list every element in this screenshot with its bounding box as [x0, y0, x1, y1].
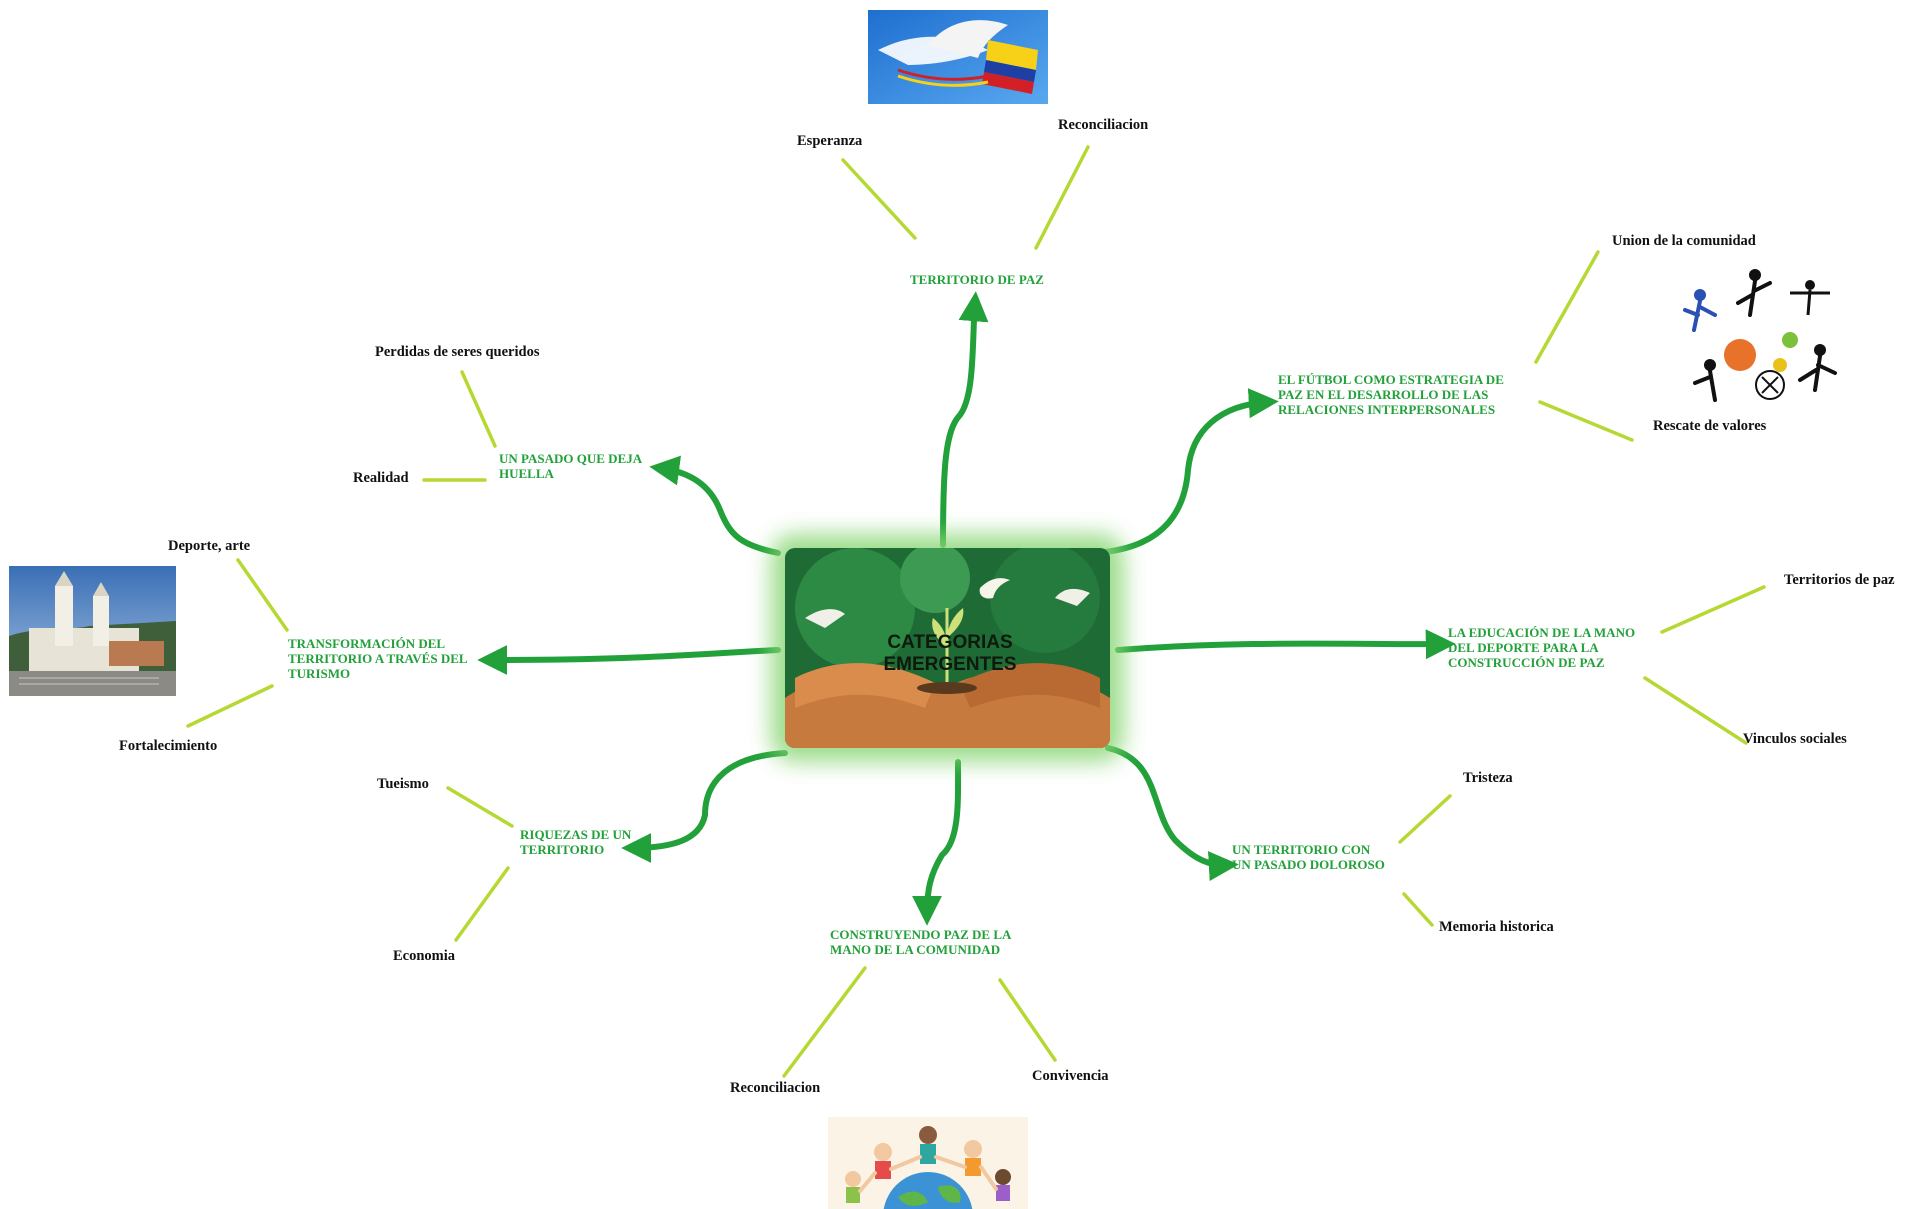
category-territorio-de-paz: TERRITORIO DE PAZ: [910, 272, 1044, 287]
category-pasado-huella: UN PASADO QUE DEJA HUELLA: [499, 451, 642, 481]
twig-territorios-paz: [1660, 585, 1766, 634]
twig-union-comunidad: [1534, 250, 1600, 364]
twig-perdidas: [460, 370, 497, 448]
twig-esperanza: [841, 158, 917, 240]
branch-construyendo: [912, 759, 962, 926]
category-construyendo-paz: CONSTRUYENDO PAZ DE LA MANO DE LA COMUNI…: [830, 927, 1011, 957]
branch-educacion: [1115, 629, 1456, 660]
leaf-territorios-paz: Territorios de paz: [1784, 572, 1895, 588]
twig-reconciliacion-bottom: [782, 966, 867, 1078]
peace-dove-image: [868, 10, 1048, 104]
leaf-union-comunidad: Union de la comunidad: [1612, 233, 1756, 249]
central-topic: CATEGORIAS EMERGENTES: [883, 632, 1017, 675]
leaf-tueismo: Tueismo: [377, 776, 429, 792]
leaf-realidad: Realidad: [353, 470, 409, 486]
branch-pasado-huella: [649, 455, 781, 556]
branch-futbol: [1102, 388, 1279, 555]
town-church-image: [9, 566, 176, 696]
twig-reconciliacion-top: [1034, 145, 1090, 250]
leaf-perdidas-seres-queridos: Perdidas de seres queridos: [375, 344, 540, 360]
main-branches: [477, 291, 1456, 926]
twig-deporte-arte: [236, 558, 289, 632]
leaf-rescate-valores: Rescate de valores: [1653, 418, 1767, 434]
branch-riquezas: [621, 750, 788, 863]
twig-vinculos-sociales: [1643, 676, 1748, 745]
leaf-economia: Economia: [393, 948, 456, 964]
leaf-convivencia: Convivencia: [1032, 1068, 1109, 1084]
twig-economia: [454, 866, 510, 942]
category-pasado-doloroso: UN TERRITORIO CON UN PASADO DOLOROSO: [1232, 842, 1385, 872]
branch-transformacion: [477, 644, 781, 675]
sports-collage-image: [1680, 255, 1845, 410]
twig-tueismo: [446, 786, 514, 828]
branch-pasado-doloroso: [1105, 745, 1239, 882]
leaf-vinculos-sociales: Vinculos sociales: [1743, 731, 1847, 747]
children-globe-image: [828, 1117, 1028, 1209]
leaf-tristeza: Tristeza: [1463, 770, 1513, 786]
leaf-memoria-historica: Memoria historica: [1439, 919, 1554, 935]
leaf-reconciliacion-top: Reconciliacion: [1058, 117, 1149, 133]
category-educacion-deporte: LA EDUCACIÓN DE LA MANO DEL DEPORTE PARA…: [1448, 625, 1636, 670]
category-futbol-estrategia: EL FÚTBOL COMO ESTRATEGIA DE PAZ EN EL D…: [1278, 372, 1504, 417]
branch-territorio-paz: [940, 291, 989, 548]
leaf-deporte-arte: Deporte, arte: [168, 538, 251, 554]
twig-rescate-valores: [1538, 400, 1634, 442]
twig-fortalecimiento: [186, 684, 274, 728]
seedling-hands-illustration: [785, 548, 1110, 748]
leaf-reconciliacion-bottom: Reconciliacion: [730, 1080, 821, 1096]
sub-branches: [186, 145, 1766, 1078]
leaf-esperanza: Esperanza: [797, 133, 863, 149]
category-transformacion-turismo: TRANSFORMACIÓN DEL TERRITORIO A TRAVÉS D…: [288, 636, 467, 681]
category-riquezas: RIQUEZAS DE UN TERRITORIO: [520, 827, 632, 857]
twig-tristeza: [1398, 794, 1452, 844]
twig-memoria-historica: [1402, 892, 1434, 927]
twig-convivencia: [998, 978, 1057, 1062]
leaf-fortalecimiento: Fortalecimiento: [119, 738, 218, 754]
center-node: [785, 548, 1110, 748]
